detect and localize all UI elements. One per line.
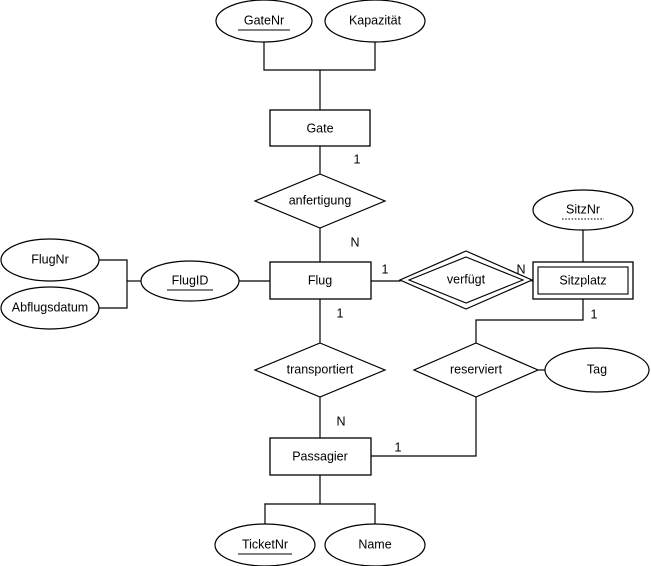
cardinality-layer: 1 N 1 N 1 1 N 1 — [336, 152, 597, 454]
relationship-transportiert-label: transportiert — [287, 362, 354, 376]
attribute-flugnr-ellipse[interactable] — [0, 238, 100, 282]
connector-passagier-reserviert — [370, 396, 477, 457]
entity-flug-box[interactable] — [269, 261, 372, 300]
relationship-verfuegt[interactable]: verfügt — [398, 250, 534, 310]
relationship-reserviert-diamond[interactable] — [412, 342, 540, 398]
cardinality-anfertigung-flug: N — [350, 235, 359, 249]
cardinality-flug-transportiert: 1 — [337, 306, 344, 320]
attribute-kapazitaet[interactable]: Kapazität — [324, 0, 426, 43]
entity-sitzplatz-label: Sitzplatz — [559, 273, 606, 287]
attribute-flugnr[interactable]: FlugNr — [0, 238, 100, 282]
relationship-anfertigung-diamond[interactable] — [253, 173, 387, 229]
attribute-tag-label: Tag — [587, 362, 607, 376]
attribute-gatenr-label: GateNr — [244, 13, 284, 27]
attribute-flugid-label: FlugID — [172, 273, 209, 287]
cardinality-gate-anfertigung: 1 — [354, 152, 361, 166]
entity-gate-box[interactable] — [269, 109, 371, 147]
attribute-abflugsdatum-label: Abflugsdatum — [12, 300, 88, 314]
attribute-abflugsdatum-ellipse[interactable] — [0, 286, 100, 330]
attribute-sitznr[interactable]: SitzNr — [532, 189, 634, 231]
cardinality-passagier-reserviert: 1 — [395, 440, 402, 454]
entity-gate-label: Gate — [306, 121, 333, 135]
attribute-name[interactable]: Name — [324, 523, 426, 566]
cardinality-flug-verfuegt: 1 — [382, 262, 389, 276]
attribute-flugnr-label: FlugNr — [31, 252, 69, 266]
relationship-transportiert-diamond[interactable] — [253, 342, 387, 398]
attribute-abflugsdatum[interactable]: Abflugsdatum — [0, 286, 100, 330]
attribute-sitznr-label: SitzNr — [566, 202, 600, 216]
attribute-flugid-ellipse[interactable] — [140, 260, 240, 302]
attribute-tag-ellipse[interactable] — [544, 347, 650, 393]
relationship-reserviert[interactable]: reserviert — [412, 342, 540, 398]
entity-passagier-box[interactable] — [269, 437, 372, 476]
attribute-kapazitaet-label: Kapazität — [349, 13, 402, 27]
attribute-name-label: Name — [358, 537, 391, 551]
entity-sitzplatz[interactable]: Sitzplatz — [532, 261, 634, 300]
attribute-flugid[interactable]: FlugID — [140, 260, 240, 302]
cardinality-sitzplatz-reserviert: 1 — [591, 307, 598, 321]
attribute-tag[interactable]: Tag — [544, 347, 650, 393]
entity-gate[interactable]: Gate — [269, 109, 371, 147]
attribute-ticketnr-label: TicketNr — [242, 537, 288, 551]
relationship-reserviert-label: reserviert — [450, 362, 503, 376]
cardinality-transportiert-passagier: N — [336, 414, 345, 428]
connector-flugnr-bracket — [98, 259, 128, 309]
connector-sitzplatz-reserviert — [475, 298, 584, 344]
entity-flug-label: Flug — [308, 273, 332, 287]
relationship-transportiert[interactable]: transportiert — [253, 342, 387, 398]
entity-sitzplatz-inner-box — [537, 266, 629, 295]
entity-flug[interactable]: Flug — [269, 261, 372, 300]
cardinality-verfuegt-sitzplatz: N — [516, 262, 525, 276]
attribute-kapazitaet-ellipse[interactable] — [324, 0, 426, 43]
connector-gatenr-bracket — [263, 41, 376, 71]
relationship-anfertigung[interactable]: anfertigung — [253, 173, 387, 229]
attribute-gatenr[interactable]: GateNr — [215, 0, 313, 43]
attribute-ticketnr[interactable]: TicketNr — [214, 523, 316, 566]
connector-layer — [98, 41, 584, 525]
attribute-gatenr-ellipse[interactable] — [215, 0, 313, 43]
relationship-anfertigung-label: anfertigung — [289, 193, 352, 207]
relationship-verfuegt-label: verfügt — [447, 272, 486, 286]
attribute-ticketnr-ellipse[interactable] — [214, 523, 316, 566]
entity-passagier[interactable]: Passagier — [269, 437, 372, 476]
attribute-sitznr-ellipse[interactable] — [532, 189, 634, 231]
relationship-verfuegt-inner-diamond — [407, 256, 525, 304]
entity-passagier-label: Passagier — [292, 449, 348, 463]
attribute-name-ellipse[interactable] — [324, 523, 426, 566]
